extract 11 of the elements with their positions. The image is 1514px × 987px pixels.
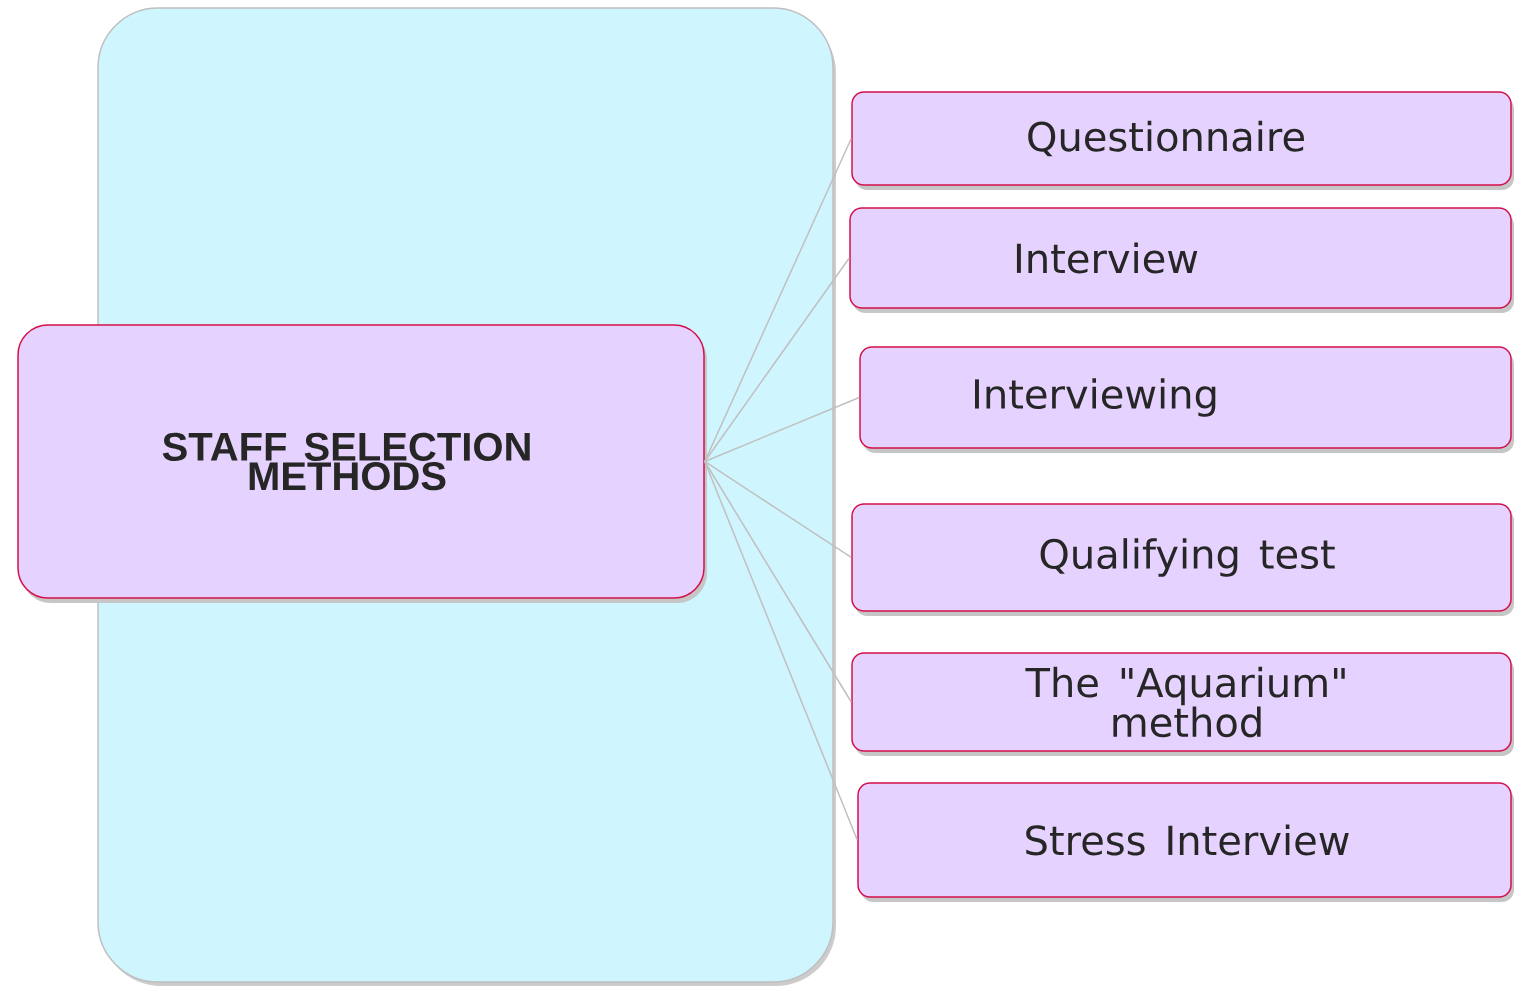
method-box: Interview [849, 207, 1514, 313]
method-box: Stress Interview [857, 782, 1514, 902]
method-box: Interviewing [859, 346, 1514, 453]
method-box: The "Aquarium" method [851, 652, 1514, 756]
method-box: Qualifying test [851, 503, 1514, 616]
method-box: Questionnaire [851, 91, 1514, 190]
connector-line [704, 137, 852, 463]
connector-line [704, 460, 852, 703]
title-box: STAFF SELECTION METHODS [17, 324, 707, 603]
connector-line [704, 257, 850, 463]
connector-line [704, 396, 860, 463]
